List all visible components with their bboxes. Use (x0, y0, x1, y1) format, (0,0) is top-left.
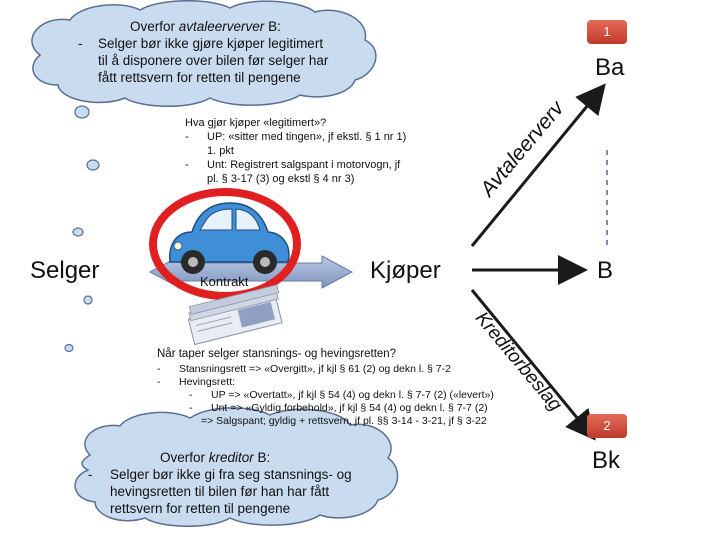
legitimering-line: pl. § 3-17 (3) og ekstl § 4 nr 3) (207, 173, 355, 185)
stansning-dash: - (157, 376, 161, 388)
stansning-dash: - (189, 402, 193, 414)
badge-1: 1 (587, 20, 627, 44)
top-cloud-heading-prefix: Overfor (130, 19, 179, 34)
bottom-cloud-heading-prefix: Overfor (160, 450, 209, 465)
top-cloud-line: til å disponere over bilen før selger ha… (98, 53, 329, 68)
top-thought-cloud (31, 0, 377, 107)
legitimering-line: UP: «sitter med tingen», jf ekstl. § 1 n… (207, 131, 407, 143)
top-cloud-dash: - (78, 36, 83, 51)
bottom-cloud-heading-italic: kreditor (208, 450, 254, 465)
top-cloud-heading: Overfor avtaleerverver B: (78, 18, 368, 35)
car-image (169, 202, 290, 274)
legitimering-dash: - (185, 159, 189, 171)
stansning-dash: - (189, 389, 193, 401)
bottom-cloud-heading: Overfor kreditor B: (88, 449, 388, 466)
legitimering-title: Hva gjør kjøper «legitimert»? (185, 117, 327, 129)
stansning-line: Hevingsrett: (179, 376, 236, 388)
bottom-cloud-heading-suffix: B: (253, 450, 271, 465)
badge-2: 2 (587, 414, 627, 438)
car-highlight-ring (149, 188, 301, 300)
top-cloud-heading-italic: avtaleerverver (178, 19, 265, 34)
legitimering-line: 1. pkt (207, 145, 234, 157)
node-selger: Selger (30, 257, 100, 284)
node-bk: Bk (592, 447, 621, 474)
bottom-cloud-line: hevingsretten til bilen før han har fått (110, 484, 330, 499)
legitimering-text: Hva gjør kjøper «legitimert»? - UP: «sit… (185, 116, 475, 186)
legitimering-line: Unt: Registrert salgspant i motorvogn, j… (207, 159, 401, 171)
bottom-cloud-text: Overfor kreditor B: - Selger bør ikke gi… (88, 449, 388, 517)
stansning-text: Når taper selger stansnings- og hevingsr… (157, 348, 517, 428)
thought-bubbles (64, 105, 100, 353)
stansning-line: Stansningsrett => «Overgitt», jf kjl § 6… (179, 363, 451, 375)
arrow-to-ba (470, 83, 606, 247)
bottom-thought-cloud (74, 407, 399, 527)
stansning-title: Når taper selger stansnings- og hevingsr… (157, 348, 397, 360)
top-cloud-line: Selger bør ikke gjøre kjøper legitimert (98, 36, 324, 51)
stansning-line: => Salgspant; gyldig + rettsvern, jf pl.… (201, 415, 487, 427)
top-cloud-text: Overfor avtaleerverver B: - Selger bør i… (78, 18, 368, 86)
legitimering-dash: - (185, 131, 189, 143)
bottom-cloud-line: Selger bør ikke gi fra seg stansnings- o… (110, 467, 352, 482)
stansning-line: UP => «Overtatt», jf kjl § 54 (4) og dek… (211, 389, 494, 401)
stansning-line: Unt => «Gyldig forbehold», jf kjl § 54 (… (211, 402, 488, 414)
bottom-cloud-dash: - (88, 467, 93, 482)
label-kontrakt: Kontrakt (200, 274, 249, 289)
money-stack-image (187, 284, 283, 346)
arrow-to-bk (470, 289, 596, 441)
stansning-dash: - (157, 363, 161, 375)
node-b: B (597, 257, 614, 284)
bottom-cloud-line: rettsvern for retten til pengene (110, 501, 291, 516)
node-ba: Ba (595, 54, 625, 81)
node-kjoper: Kjøper (370, 257, 441, 284)
top-cloud-line: fått rettsvern for retten til pengene (98, 70, 301, 85)
top-cloud-heading-suffix: B: (264, 19, 281, 34)
